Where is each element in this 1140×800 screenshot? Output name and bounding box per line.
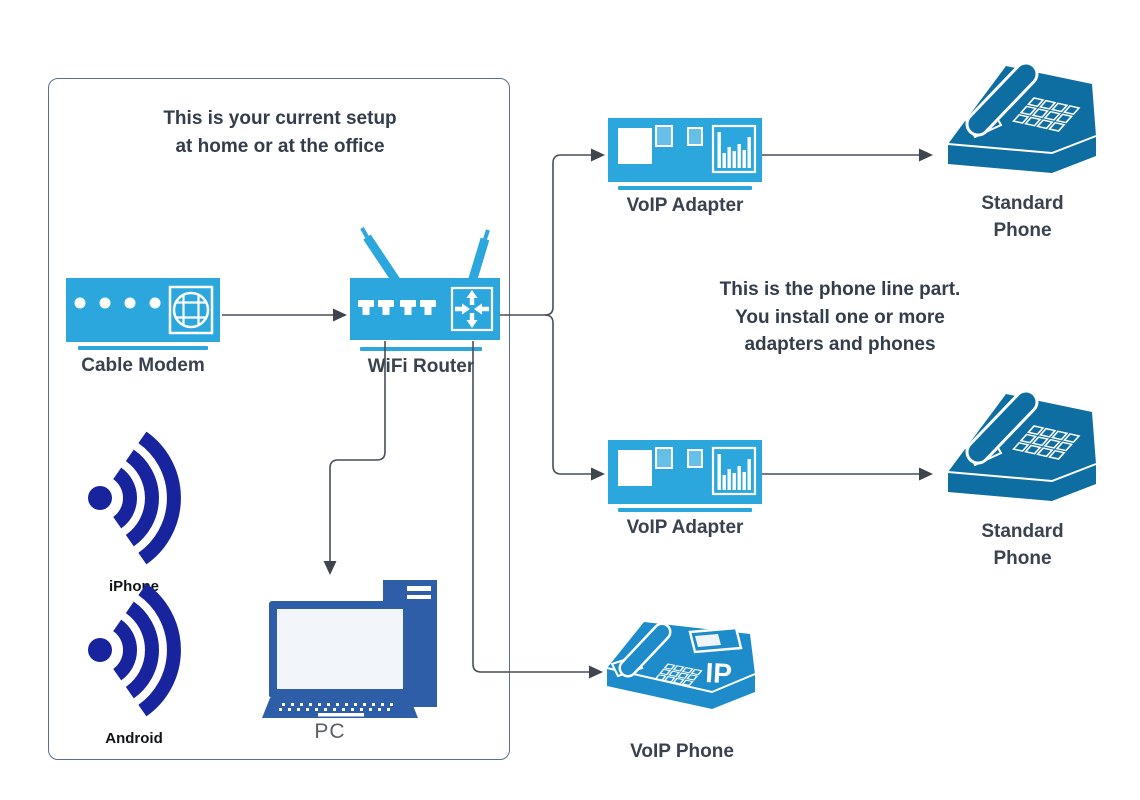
ip-badge: IP xyxy=(705,657,733,689)
node-cable-modem: Cable Modem xyxy=(48,278,238,379)
annotation-line2: You install one or more xyxy=(735,306,945,328)
connector-router-to-adapter-mid xyxy=(544,314,591,475)
node-label: VoIP Adapter xyxy=(626,195,744,216)
node-standard-phone-mid: Standard Phone xyxy=(940,386,1105,572)
voip-adapter-icon xyxy=(608,440,762,504)
annotation-line3: adapters and phones xyxy=(744,334,936,355)
node-label-pc: PC xyxy=(314,720,346,743)
node-label: Standard Phone xyxy=(981,190,1063,244)
node-label: Android xyxy=(105,730,163,747)
setup-box-title-line1: This is your current setup xyxy=(163,108,397,129)
node-label: Standard Phone xyxy=(981,518,1063,572)
node-label: WiFi Router xyxy=(367,356,475,377)
node-label: Cable Modem xyxy=(81,355,205,376)
label-underline xyxy=(360,347,482,351)
node-label-line1: Standard xyxy=(981,521,1064,542)
voip-adapter-icon xyxy=(608,118,762,182)
node-voip-adapter-top: VoIP Adapter xyxy=(608,118,762,219)
node-voip-phone: IP VoIP Phone xyxy=(602,612,762,765)
cable-modem-icon xyxy=(66,278,220,342)
label-underline xyxy=(78,346,208,350)
label-underline xyxy=(618,186,752,190)
node-wifi-router: WiFi Router xyxy=(340,225,502,380)
arrowhead xyxy=(919,148,933,162)
desktop-pc-icon xyxy=(262,580,437,718)
setup-box-title: This is your current setup at home or at… xyxy=(90,105,470,160)
node-label: VoIP Phone xyxy=(630,741,734,762)
arrowhead xyxy=(589,665,603,679)
wifi-signal-icon xyxy=(88,431,181,565)
node-iphone: iPhone xyxy=(78,428,190,595)
annotation-line1: This is the phone line part. xyxy=(719,279,961,300)
standard-phone-icon xyxy=(947,61,1097,173)
arrowhead xyxy=(919,467,933,481)
setup-box-title-line2: at home or at the office xyxy=(175,135,385,157)
node-voip-adapter-mid: VoIP Adapter xyxy=(608,440,762,541)
node-label-line2: Phone xyxy=(993,220,1052,241)
phone-line-annotation: This is the phone line part. You install… xyxy=(690,276,990,359)
wifi-signal-icon xyxy=(88,583,181,717)
connector-router-to-adapter-top xyxy=(500,154,591,316)
node-standard-phone-top: Standard Phone xyxy=(940,58,1105,244)
wifi-router-icon xyxy=(350,227,500,340)
arrowhead xyxy=(591,148,605,162)
voip-phone-icon: IP xyxy=(606,622,756,709)
node-label-line2: Phone xyxy=(993,548,1052,569)
node-android: Android xyxy=(78,580,190,747)
label-underline xyxy=(618,508,752,512)
standard-phone-icon xyxy=(947,389,1097,501)
arrowhead xyxy=(591,467,605,481)
node-label-line1: Standard xyxy=(981,193,1064,214)
node-label: VoIP Adapter xyxy=(626,517,744,538)
